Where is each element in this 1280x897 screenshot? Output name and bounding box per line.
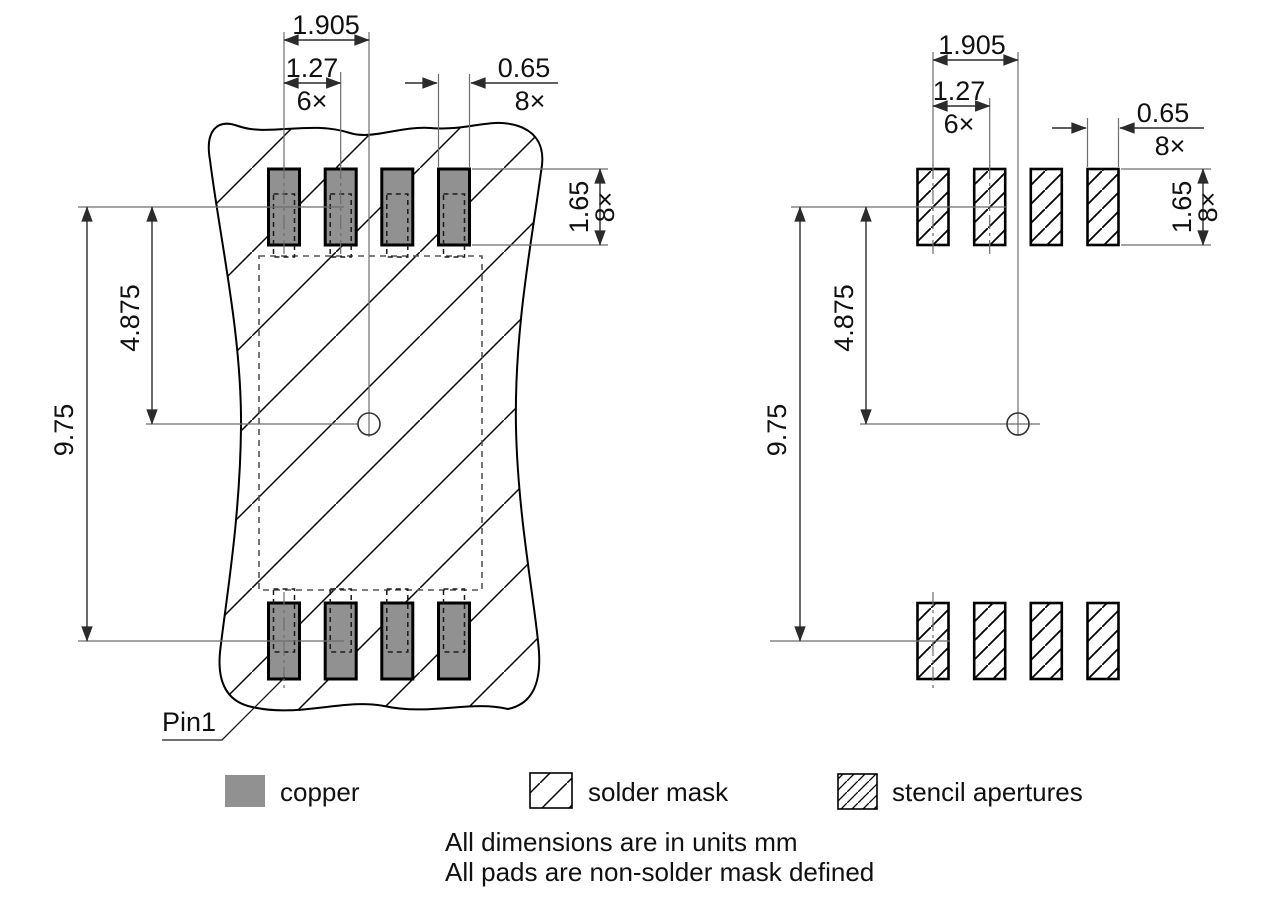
dim-half-span: 4.875 [115,206,158,425]
dim-pad-height: 1.65 8× [564,168,620,246]
solder-mask-hatch [208,122,543,711]
dim-pad-height: 1.65 8× [1167,168,1223,246]
note-units: All dimensions are in units mm [445,827,798,857]
stencil-pad [1029,167,1064,247]
dim-pitch-count: 6× [297,86,328,116]
dim-half-span: 4.875 [829,206,872,425]
legend: copper solder mask stencil apertures [225,772,1083,810]
dim-half-span-value: 4.875 [115,284,145,352]
note-mask-defined: All pads are non-solder mask defined [445,857,874,887]
stencil-legend-label: stencil apertures [892,777,1083,807]
origin-mark [357,412,381,436]
pin1-leader-line [162,676,286,741]
dim-row-span-value: 9.75 [49,404,79,457]
stencil-pad [1086,167,1120,247]
dim-pad-width-value: 0.65 [1137,98,1190,128]
notes: All dimensions are in units mm All pads … [445,827,874,887]
origin-mark [1006,412,1030,436]
dim-pitch-count: 6× [944,109,975,139]
stencil-pad [1029,601,1064,681]
dim-pad-pitch: 1.27 6× [932,76,991,139]
dim-pad-width: 0.65 8× [1052,98,1204,161]
dim-pad-width-count: 8× [515,86,546,116]
stencil-view: 1.905 1.27 6× 0.65 8× 1.65 8× 9.75 4.875 [762,30,1223,688]
pin1-label: Pin1 [162,707,216,737]
dim-pitch-value: 1.27 [933,76,986,106]
solder-mask-swatch [529,772,573,809]
extension-lines [770,52,1211,688]
solder-mask-legend-label: solder mask [588,777,729,807]
extension-lines [78,32,608,688]
dim-pad-height-value: 1.65 [1167,181,1197,234]
dim-pad-width-count: 8× [1155,131,1186,161]
dim-first-pad-to-center: 1.905 [932,30,1019,66]
dim-half-span-value: 4.875 [829,284,859,352]
dim-pitch-value: 1.27 [286,53,339,83]
stencil-swatch [837,773,878,810]
board-view: 1.905 1.27 6× 0.65 8× 1.65 8× 9.75 4.875 [49,10,620,741]
component-outline-dashed [258,255,483,591]
dim-first-to-center-value: 1.905 [292,10,360,40]
dim-first-to-center-value: 1.905 [938,30,1006,60]
dim-pad-height-count: 8× [1193,192,1223,223]
dim-row-span: 9.75 [762,206,806,642]
board-body-outline [207,121,544,712]
dim-pad-width-value: 0.65 [498,53,551,83]
stencil-pad [972,601,1007,681]
copper-swatch [225,775,265,807]
dim-pad-height-value: 1.65 [564,181,594,234]
pin1-callout: Pin1 [162,676,286,741]
dim-pad-width: 0.65 8× [405,53,558,116]
dim-pad-height-count: 8× [590,192,620,223]
stencil-pad [1086,601,1120,681]
dim-pad-pitch: 1.27 6× [283,53,342,116]
dim-row-span: 9.75 [49,206,93,642]
copper-legend-label: copper [280,777,360,807]
dim-first-pad-to-center: 1.905 [283,10,370,46]
dim-row-span-value: 9.75 [762,404,792,457]
